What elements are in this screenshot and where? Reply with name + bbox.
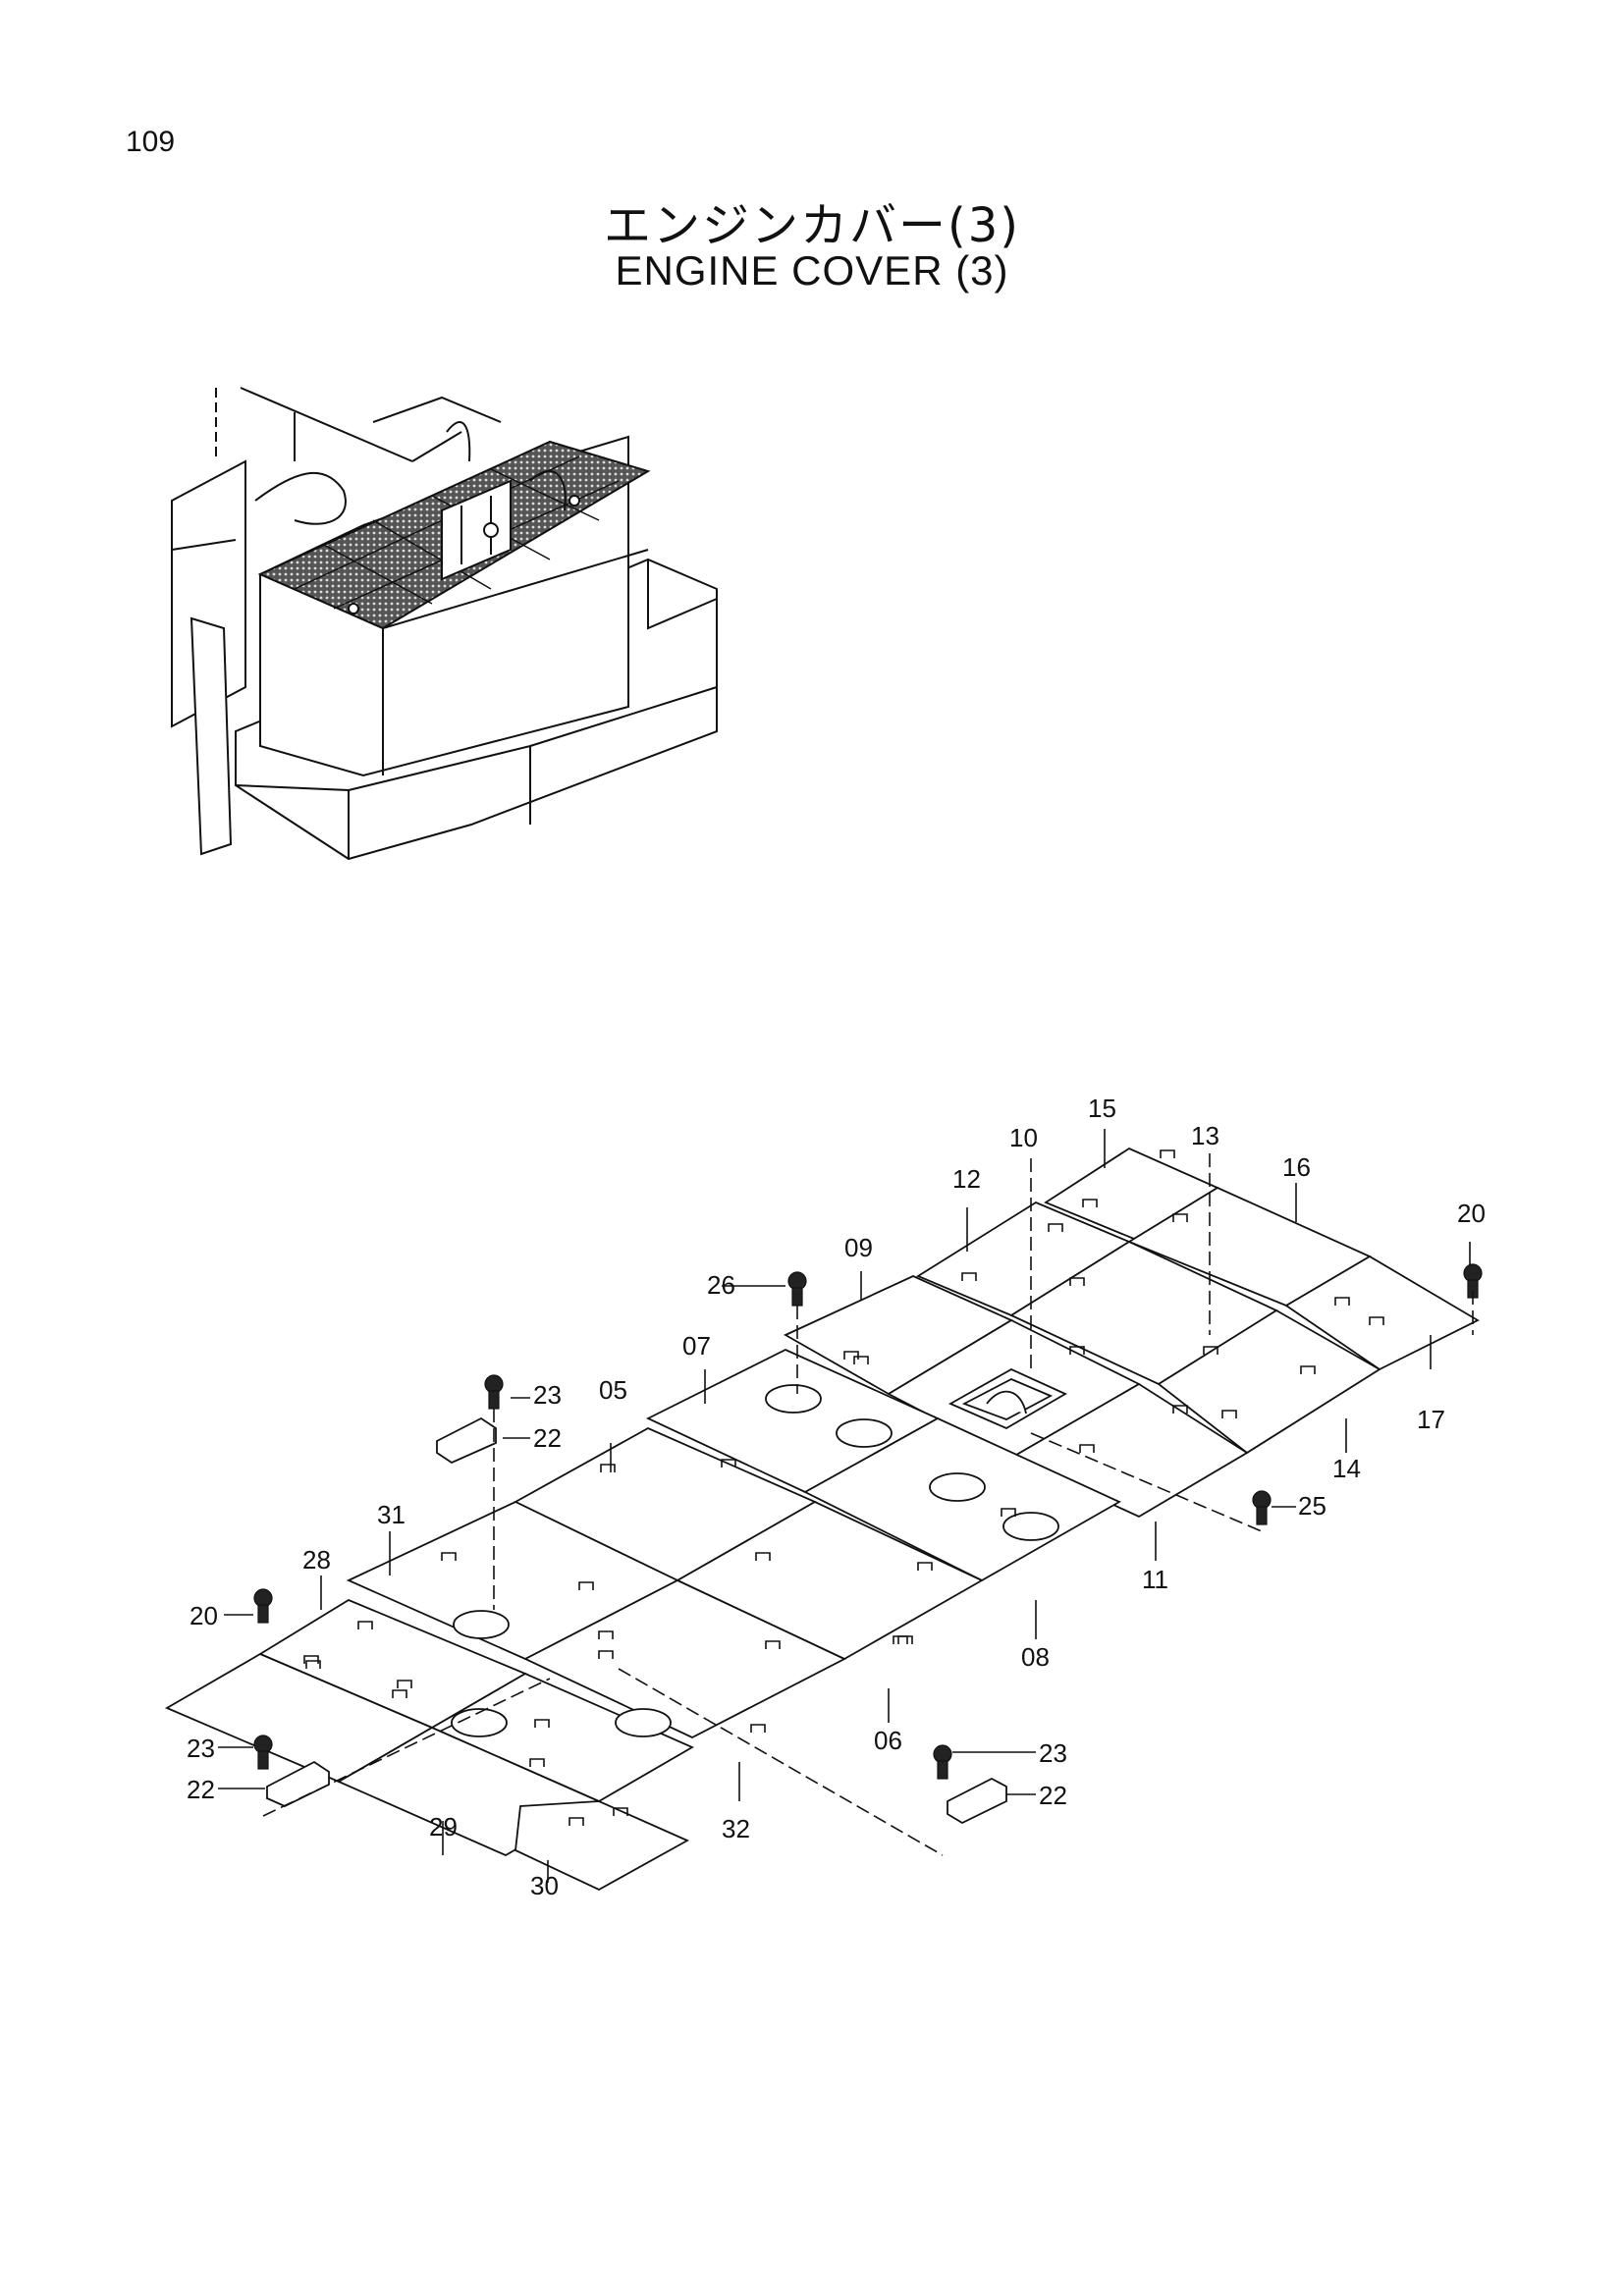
- title-english: ENGINE COVER (3): [615, 247, 1009, 294]
- callout-05: 05: [599, 1375, 627, 1405]
- panel-assembly: [164, 1147, 1483, 1892]
- callout-23-right: 23: [1039, 1738, 1067, 1768]
- callout-09: 09: [844, 1233, 873, 1262]
- callout-29: 29: [429, 1812, 458, 1842]
- leader-lines: [218, 1129, 1471, 1883]
- callout-10: 10: [1009, 1123, 1038, 1152]
- callout-30: 30: [530, 1871, 559, 1900]
- callout-20-right: 20: [1457, 1199, 1486, 1228]
- callout-31: 31: [377, 1500, 406, 1529]
- title-japanese: エンジンカバー(3): [604, 198, 1020, 253]
- callout-13: 13: [1191, 1121, 1219, 1150]
- callout-labels: 15 10 13 16 20 12 09 26 07 23 05 22 17 1…: [187, 1094, 1486, 1900]
- callout-26: 26: [707, 1270, 735, 1300]
- callout-16: 16: [1282, 1152, 1311, 1182]
- callout-17: 17: [1417, 1405, 1445, 1434]
- callout-22-right: 22: [1039, 1781, 1067, 1810]
- callout-08: 08: [1021, 1642, 1050, 1672]
- page-number: 109: [126, 126, 176, 158]
- callout-22-left: 22: [187, 1775, 215, 1804]
- callout-28: 28: [302, 1545, 331, 1575]
- callout-14: 14: [1332, 1454, 1361, 1483]
- callout-25: 25: [1298, 1491, 1326, 1521]
- callout-15: 15: [1088, 1094, 1116, 1123]
- callout-20-left: 20: [189, 1601, 218, 1630]
- callout-32: 32: [722, 1814, 750, 1843]
- callout-12: 12: [952, 1164, 981, 1194]
- callout-23-left: 23: [187, 1734, 215, 1763]
- callout-06: 06: [874, 1726, 902, 1755]
- callout-23-top: 23: [533, 1380, 562, 1410]
- location-view: [171, 387, 718, 861]
- callout-07: 07: [682, 1331, 711, 1361]
- callout-11: 11: [1142, 1565, 1168, 1594]
- callout-22-top: 22: [533, 1423, 562, 1453]
